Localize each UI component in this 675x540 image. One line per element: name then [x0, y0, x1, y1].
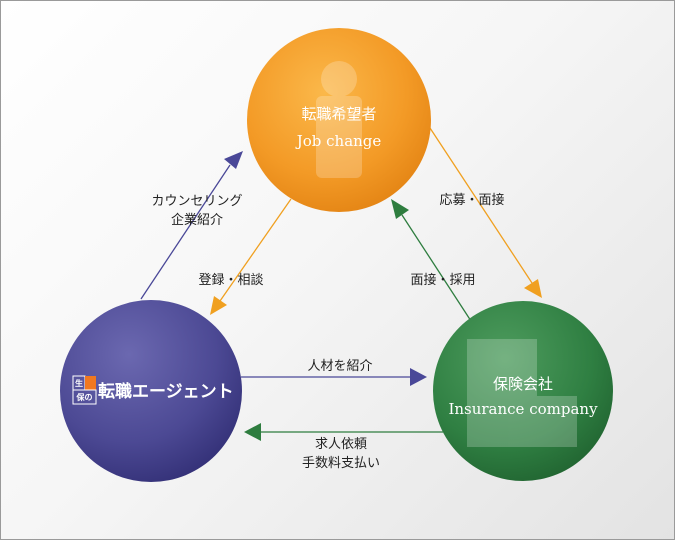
- label-counseling: カウンセリング: [151, 194, 242, 209]
- insurance-subtitle: Insurance company: [448, 400, 598, 418]
- agent-logo: 生 保の 転職エージェント: [72, 375, 234, 405]
- person-icon: [316, 61, 362, 178]
- arrow-agent-to-insurance: [241, 368, 427, 386]
- arrow-insurance-to-agent: [244, 423, 443, 441]
- label-company-intro: 企業紹介: [171, 212, 223, 228]
- logo-accent-square: [85, 376, 96, 390]
- label-register-consult: 登録・相談: [198, 272, 263, 288]
- node-agent: 生 保の 転職エージェント: [60, 300, 242, 482]
- arrow-agent-to-seeker: [140, 151, 243, 300]
- label-introduce-talent: 人材を紹介: [307, 359, 372, 374]
- arrow-seeker-to-insurance: [429, 127, 542, 298]
- logo-top-text: 生: [75, 378, 83, 388]
- building-icon: [467, 339, 577, 447]
- job-seeker-title: 転職希望者: [301, 105, 376, 123]
- node-insurance: 保険会社 Insurance company: [433, 301, 613, 481]
- logo-bottom-text: 保の: [76, 392, 93, 402]
- label-fee-payment: 手数料支払い: [302, 456, 380, 471]
- agent-logo-text: 転職エージェント: [98, 381, 234, 402]
- label-apply-interview: 応募・面接: [439, 192, 504, 208]
- label-job-request: 求人依頼: [315, 437, 367, 452]
- node-job-seeker: 転職希望者 Job change: [247, 28, 431, 212]
- arrow-insurance-to-seeker: [391, 199, 472, 322]
- arrow-seeker-to-agent: [210, 198, 292, 315]
- label-interview-hire: 面接・採用: [410, 272, 475, 288]
- job-seeker-subtitle: Job change: [295, 132, 382, 150]
- insurance-title: 保険会社: [493, 375, 553, 393]
